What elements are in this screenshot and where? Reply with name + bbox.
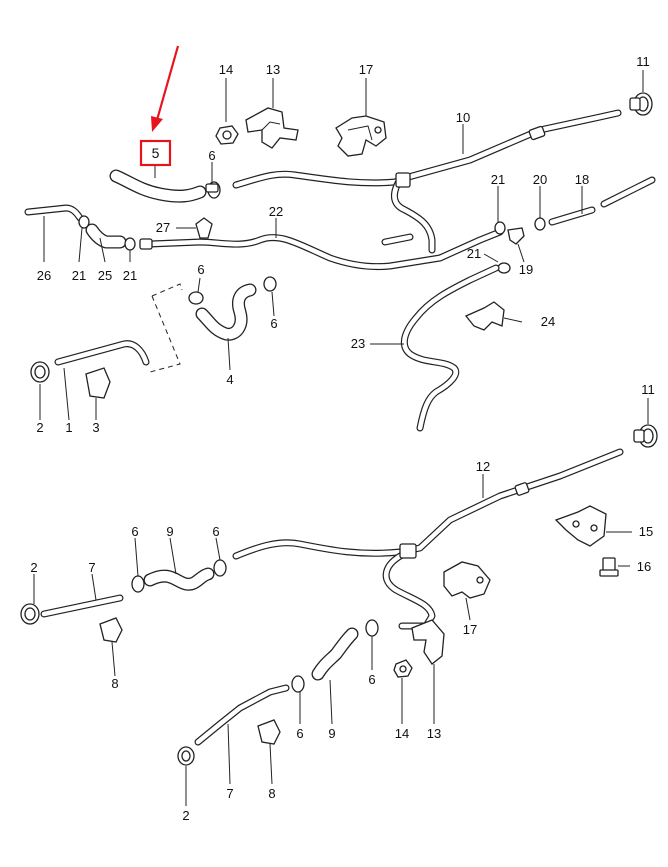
highlight-arrow <box>155 45 180 121</box>
label-9-lower: 9 <box>328 726 335 741</box>
part-9-hose-lower <box>311 619 379 681</box>
label-8: 8 <box>111 676 118 691</box>
upper-labels: 14 13 17 11 10 6 21 20 18 27 22 26 21 25… <box>36 54 649 435</box>
part-11-clamp-lower <box>633 424 658 448</box>
label-14: 14 <box>219 62 233 77</box>
part-6-clamp <box>205 181 221 199</box>
label-17: 17 <box>359 62 373 77</box>
part-4-hose <box>188 276 277 341</box>
label-20: 20 <box>533 172 547 187</box>
lower-labels: 11 12 15 16 2 7 6 9 6 8 17 6 14 13 9 6 2… <box>30 382 654 823</box>
label-6-lower-b: 6 <box>212 524 219 539</box>
lower-assembly <box>20 424 658 766</box>
label-13-lower: 13 <box>427 726 441 741</box>
part-25-hose <box>78 215 136 251</box>
highlight-box <box>139 139 172 167</box>
label-21d: 21 <box>467 246 481 261</box>
label-6: 6 <box>208 148 215 163</box>
label-6c: 6 <box>270 316 277 331</box>
highlight-marker: 5 <box>139 45 180 167</box>
label-16: 16 <box>637 559 651 574</box>
label-26: 26 <box>37 268 51 283</box>
label-7: 7 <box>88 560 95 575</box>
label-21: 21 <box>491 172 505 187</box>
part-17-bracket-lower <box>443 561 491 599</box>
part-22-pipe <box>139 228 504 271</box>
part-12-pipe <box>232 448 624 630</box>
part-11-clamp <box>629 92 653 116</box>
part-15-bracket <box>554 505 607 547</box>
part-16-bolt <box>599 557 619 577</box>
label-21c: 21 <box>123 268 137 283</box>
label-8-lower: 8 <box>268 786 275 801</box>
label-7-lower: 7 <box>226 786 233 801</box>
highlight-arrowhead <box>151 116 163 132</box>
part-17-bracket <box>335 115 387 157</box>
part-14-nut <box>215 125 239 145</box>
part-14-nut-lower <box>393 659 413 678</box>
label-1: 1 <box>65 420 72 435</box>
label-2: 2 <box>36 420 43 435</box>
part-23-pipe <box>400 264 500 432</box>
part-7-pipe <box>20 594 124 625</box>
part-18-pipe <box>548 176 656 226</box>
part-26-pipe <box>24 204 84 222</box>
leader-lines <box>33 70 649 806</box>
part-10-pipe <box>232 109 622 254</box>
label-9: 9 <box>166 524 173 539</box>
part-9-hose <box>131 559 227 593</box>
part-8-clip-lower <box>257 719 281 745</box>
label-6-lower-d: 6 <box>296 726 303 741</box>
label-18: 18 <box>575 172 589 187</box>
part-13-bracket-lower <box>411 619 445 665</box>
label-13: 13 <box>266 62 280 77</box>
dashed-outline <box>149 283 183 373</box>
label-23: 23 <box>351 336 365 351</box>
label-19: 19 <box>519 262 533 277</box>
label-6-lower-c: 6 <box>368 672 375 687</box>
part-1-pipe <box>54 340 150 366</box>
upper-assembly <box>24 92 656 432</box>
label-10: 10 <box>456 110 470 125</box>
part-7-pipe-lower <box>177 675 305 766</box>
part-8-clip <box>99 617 123 643</box>
label-22: 22 <box>269 204 283 219</box>
part-3-clip <box>85 367 111 399</box>
label-21b: 21 <box>72 268 86 283</box>
label-3: 3 <box>92 420 99 435</box>
label-11: 11 <box>636 54 650 69</box>
part-2-clamp <box>30 361 50 383</box>
label-4: 4 <box>226 372 233 387</box>
label-2-lower-b: 2 <box>182 808 189 823</box>
label-6-lower: 6 <box>131 524 138 539</box>
label-17-lower: 17 <box>463 622 477 637</box>
part-24-bracket <box>464 301 505 331</box>
part-5-hose <box>109 169 207 203</box>
label-11-lower: 11 <box>641 382 655 397</box>
label-15: 15 <box>639 524 653 539</box>
label-27: 27 <box>156 220 170 235</box>
part-13-bracket <box>245 107 299 149</box>
part-27-clip <box>195 217 213 239</box>
label-12: 12 <box>476 459 490 474</box>
label-24: 24 <box>541 314 555 329</box>
label-14-lower: 14 <box>395 726 409 741</box>
highlight-label: 5 <box>152 145 160 161</box>
label-6b: 6 <box>197 262 204 277</box>
label-25: 25 <box>98 268 112 283</box>
label-2-lower: 2 <box>30 560 37 575</box>
